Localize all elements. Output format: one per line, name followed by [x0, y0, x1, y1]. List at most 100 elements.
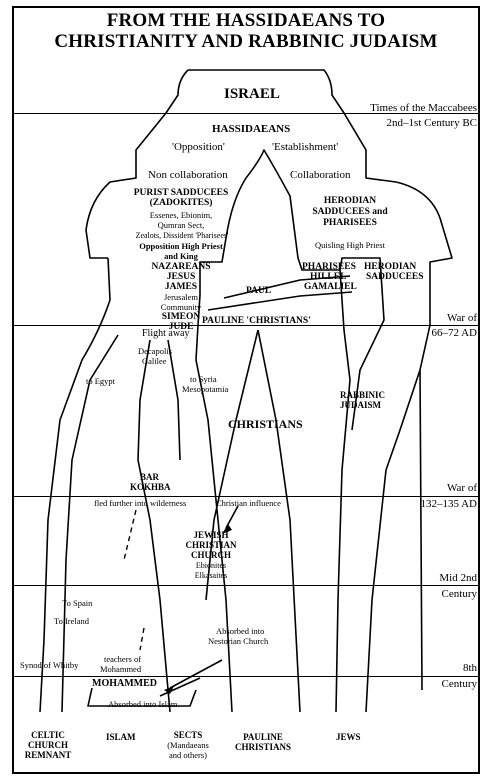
- decapolis-branch: [137, 339, 171, 713]
- arrowhead-jcc: [222, 524, 232, 534]
- era-mid-a: Mid 2nd: [439, 572, 477, 584]
- node-herodian-2: HERODIAN: [364, 262, 417, 272]
- era-maccabees: Times of the Maccabees: [370, 102, 477, 114]
- label-collaboration: Collaboration: [290, 169, 351, 181]
- node-pharisees: PHARISEES: [302, 262, 356, 272]
- label-elkasaites: Elkasaites: [194, 571, 228, 580]
- node-jesus: JESUS: [166, 272, 196, 282]
- node-bar: BAR: [140, 472, 160, 482]
- islam-funnel: [87, 687, 197, 707]
- rabbinic-right: [365, 369, 421, 713]
- era-line-8th: [14, 676, 478, 677]
- left-inner: [199, 177, 247, 295]
- node-pauline-end: PAULINE: [243, 732, 283, 742]
- label-ebionites: Ebionites: [195, 561, 227, 570]
- label-essenes: Essenes, Ebionim,: [149, 210, 213, 220]
- rabbinic-column: [335, 269, 351, 713]
- node-mohammed: MOHAMMED: [92, 678, 157, 689]
- node-christians-end: CHRISTIANS: [234, 742, 292, 752]
- label-fled-wilderness: fled further into wilderness: [94, 498, 187, 508]
- node-sects: SECTS: [173, 730, 203, 740]
- node-jews: JEWS: [336, 732, 361, 742]
- label-flight-away: Flight away: [142, 328, 190, 339]
- node-christians: CHRISTIANS: [228, 417, 303, 431]
- era-line-war-132: [14, 496, 478, 497]
- node-nazareans: NAZAREANS: [151, 262, 211, 272]
- node-herodian-sadducees: SADDUCEES and: [312, 207, 388, 217]
- node-jewish: JEWISH: [193, 530, 229, 540]
- label-mandaeans: (Mandaeans: [167, 740, 209, 750]
- node-paul: PAUL: [246, 286, 272, 296]
- absorbed-arrow: [169, 659, 223, 689]
- paul-path: [223, 275, 351, 299]
- era-war2-a: War of: [447, 482, 477, 494]
- node-purist-sadducees: PURIST SADDUCEES: [133, 188, 229, 198]
- label-jerusalem: Jerusalem: [164, 292, 198, 302]
- node-james: JAMES: [164, 282, 198, 292]
- node-church: CHURCH: [191, 550, 231, 560]
- label-synod-of-whitby: Synod of Whitby: [20, 660, 79, 670]
- node-church-celtic: CHURCH: [28, 740, 68, 750]
- era-c8-a: 8th: [462, 662, 477, 674]
- label-and-king: and King: [164, 251, 198, 261]
- nazarean-left-edge: [39, 257, 111, 713]
- dashed-teachers: [139, 627, 145, 651]
- label-establishment: 'Establishment': [272, 141, 339, 153]
- title-line-1: FROM THE HASSIDAEANS TO: [106, 10, 386, 31]
- label-galilee: Galilee: [142, 356, 167, 366]
- era-war2-b: 132–135 AD: [420, 498, 477, 510]
- era-war1-a: War of: [447, 312, 477, 324]
- nazarean-right-edge: [195, 294, 233, 713]
- title-line-2: CHRISTIANITY AND RABBINIC JUDAISM: [54, 31, 438, 52]
- egypt-branch: [61, 334, 119, 713]
- label-zealots: Zealots, Dissident 'Pharisees': [135, 231, 229, 240]
- label-non-collaboration: Non collaboration: [148, 169, 228, 181]
- era-mid-b: Century: [441, 588, 477, 600]
- label-community: Community: [160, 302, 202, 312]
- node-hillel: HILLEL: [310, 272, 347, 282]
- pauline-cone: [205, 329, 259, 601]
- node-zadokites: (ZADOKITES): [149, 198, 213, 208]
- absorbed-arrow-2: [159, 677, 201, 697]
- decapolis-branch-2: [167, 339, 181, 461]
- arrowhead-islam: [164, 686, 174, 694]
- diagram-frame: [12, 6, 480, 774]
- node-kokhba: KOKHBA: [130, 482, 171, 492]
- era-line-maccabees: [14, 113, 478, 114]
- node-herodian: HERODIAN: [323, 196, 377, 206]
- era-war1-b: 66–72 AD: [431, 327, 477, 339]
- label-absorbed-into-islam: Absorbed into Islam: [108, 699, 178, 709]
- node-israel: ISRAEL: [224, 86, 280, 102]
- label-to-egypt: to Egypt: [86, 376, 116, 386]
- label-mohammed-small: Mohammed: [100, 664, 142, 674]
- node-hassidaeans: HASSIDAEANS: [212, 123, 291, 135]
- label-absorbed-into: Absorbed into: [216, 626, 265, 636]
- node-rabbinic: RABBINIC: [340, 390, 386, 400]
- node-christian: CHRISTIAN: [185, 540, 237, 550]
- label-to-spain: To Spain: [62, 598, 93, 608]
- label-to-syria: to Syria: [190, 374, 217, 384]
- node-gamaliel: GAMALIEL: [304, 282, 357, 292]
- dashed-wilderness: [123, 509, 137, 561]
- pauline-cone-right: [257, 329, 301, 713]
- label-opposition: 'Opposition': [172, 141, 225, 153]
- node-judaism: JUDAISM: [340, 400, 382, 410]
- label-to-ireland: To Ireland: [54, 616, 90, 626]
- era-century: 2nd–1st Century BC: [386, 117, 477, 129]
- node-jude: JUDE: [168, 322, 194, 332]
- node-celtic: CELTIC: [31, 730, 65, 740]
- era-c8-b: Century: [441, 678, 477, 690]
- label-quisling-high-priest: Quisling High Priest: [315, 240, 385, 250]
- label-and-others: and others): [168, 750, 207, 760]
- label-opposition-high-priest: Opposition High Priest: [139, 241, 223, 251]
- label-teachers-of: teachers of: [104, 654, 142, 664]
- split-spike: [245, 149, 299, 259]
- node-simeon: SIMEON: [161, 312, 201, 322]
- label-mesopotamia: Mesopotamia: [182, 384, 229, 394]
- era-line-mid-2nd: [14, 585, 478, 586]
- node-herodian-pharisees: PHARISEES: [323, 218, 377, 228]
- paul-path-lower: [207, 291, 353, 311]
- node-islam: ISLAM: [106, 732, 136, 742]
- label-decapolis: Decapolis: [138, 346, 172, 356]
